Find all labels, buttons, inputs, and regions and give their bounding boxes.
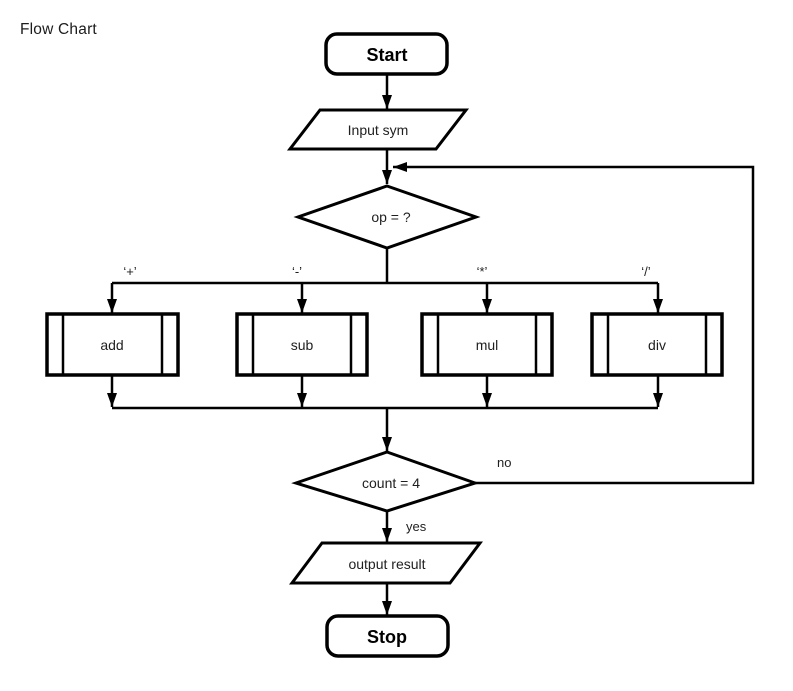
node-mul-box <box>420 312 554 377</box>
node-input-sym <box>286 108 470 151</box>
node-sub: sub <box>235 312 369 377</box>
node-add-box <box>45 312 180 377</box>
node-div: div <box>590 312 724 377</box>
branch-label-times: ‘*’ <box>477 264 488 279</box>
branch-label-minus: ‘-’ <box>292 264 302 279</box>
node-add-label: add <box>100 337 123 353</box>
page-title: Flow Chart <box>20 21 97 38</box>
node-sub-label: sub <box>291 337 314 353</box>
node-start-label: Start <box>366 45 407 65</box>
edge-count-no-loop <box>393 162 755 485</box>
node-input-sym-label: Input sym <box>348 122 409 138</box>
node-stop <box>325 614 450 658</box>
edge-label-no: no <box>497 455 511 470</box>
node-op-decision <box>293 184 481 250</box>
node-start <box>324 32 449 76</box>
node-mul-label: mul <box>476 337 499 353</box>
node-div-box <box>590 312 724 377</box>
branch-label-divide: ‘/’ <box>641 264 651 279</box>
node-div-label: div <box>648 337 666 353</box>
node-output-result <box>289 541 483 585</box>
branch-label-plus: ‘+’ <box>123 264 136 279</box>
node-count-decision-label: count = 4 <box>362 475 420 491</box>
edge-label-yes: yes <box>406 519 427 534</box>
node-op-decision-label: op = ? <box>371 209 411 225</box>
node-add: add <box>45 312 180 377</box>
node-output-result-label: output result <box>348 556 425 572</box>
node-sub-box <box>235 312 369 377</box>
node-stop-label: Stop <box>367 627 407 647</box>
node-mul: mul <box>420 312 554 377</box>
node-count-decision <box>291 450 480 513</box>
